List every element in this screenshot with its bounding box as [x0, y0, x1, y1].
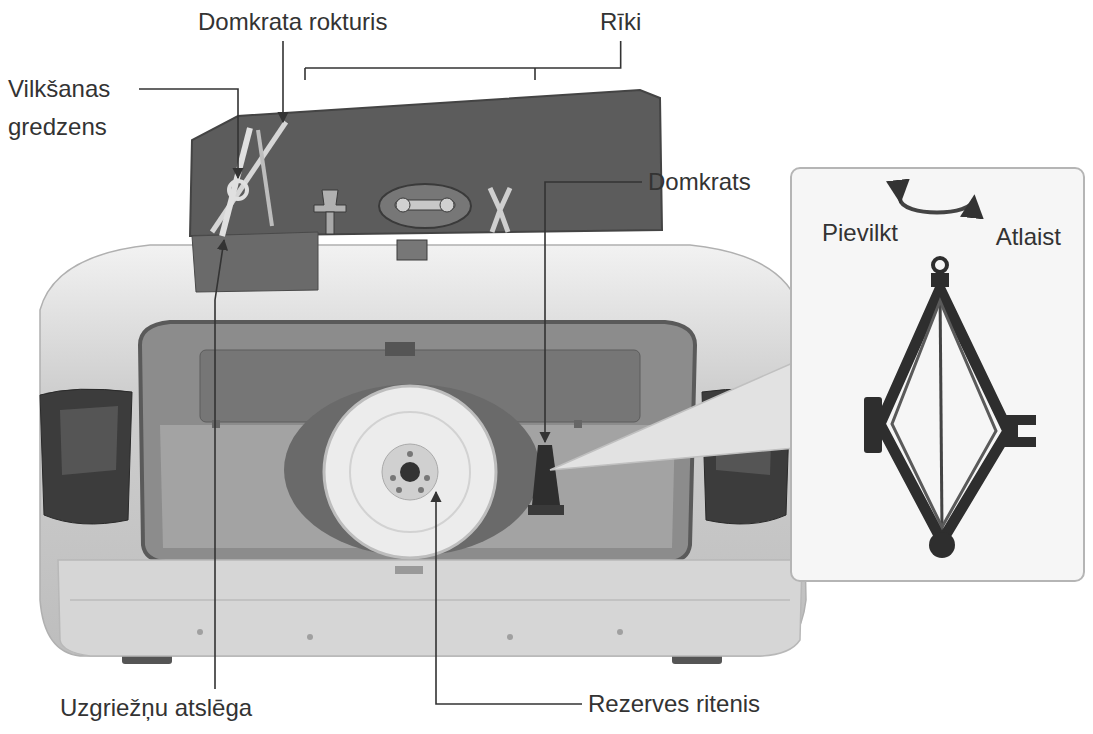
spare-wheel — [284, 384, 540, 558]
tow-ring-and-wrench — [229, 181, 247, 199]
jack-handle — [258, 130, 272, 226]
jack-screw — [940, 287, 942, 531]
spare-wheel — [424, 475, 430, 481]
part-label: Vilkšanas gredzens — [8, 70, 133, 146]
trunk-opening — [212, 420, 220, 428]
part-label: Rezerves ritenis — [588, 690, 760, 718]
spare-wheel — [418, 487, 424, 493]
leader-lines — [139, 41, 642, 704]
jack-saddle — [864, 397, 882, 453]
part-label: Rīki — [600, 8, 641, 36]
tighten-label: Pievilkt — [822, 219, 898, 247]
rotation-arrow — [900, 199, 974, 213]
bumper — [70, 599, 790, 601]
tool-set — [314, 190, 346, 212]
car-body — [40, 245, 806, 664]
jack-base — [929, 532, 955, 558]
leader-line — [545, 182, 642, 442]
tool-set — [397, 240, 427, 260]
leader-line — [436, 492, 582, 704]
part-label: Domkrata rokturis — [198, 8, 387, 36]
spare-wheel — [350, 412, 470, 532]
jack-arms — [880, 289, 1008, 541]
trunk-jack — [532, 445, 560, 505]
bumper — [507, 634, 513, 640]
trunk-jack — [528, 505, 564, 515]
spare-wheel — [407, 451, 413, 457]
leader-line — [305, 41, 621, 68]
tool-set — [326, 212, 334, 234]
part-label: Vilkšanas gredzens — [8, 70, 133, 146]
floor-board — [190, 90, 662, 292]
inset-callout-wedge — [550, 362, 795, 470]
spare-wheel — [396, 487, 402, 493]
spare-wheel — [390, 475, 396, 481]
tow-ring-and-wrench — [222, 128, 250, 236]
jack-arms-inner — [892, 301, 996, 527]
spare-wheel — [324, 386, 496, 558]
bumper — [58, 560, 802, 656]
tool-set — [396, 198, 410, 212]
leader-line — [534, 68, 536, 80]
spare-wheel — [400, 462, 420, 482]
part-label: Uzgriežņu atslēga — [60, 694, 252, 722]
part-label: Uzgriežņu atslēga — [60, 694, 252, 722]
part-label: Rīki — [600, 8, 641, 36]
bumper — [395, 566, 423, 574]
tow-ring-and-wrench — [222, 128, 250, 236]
trunk-jack — [528, 445, 564, 515]
part-label: Domkrata rokturis — [198, 8, 387, 36]
trunk-opening — [574, 420, 582, 428]
tool-set — [314, 184, 510, 260]
inset-callout-wedge — [550, 362, 795, 470]
bumper — [307, 634, 313, 640]
loosen-label: Atlaist — [996, 223, 1061, 251]
floor-board — [190, 90, 662, 236]
tighten-label: Pievilkt — [822, 219, 898, 247]
tool-set — [379, 184, 471, 228]
leader-line — [139, 89, 238, 178]
jack-eye — [933, 258, 947, 272]
part-label: Domkrats — [648, 168, 751, 196]
tail-light — [40, 389, 132, 524]
spare-wheel — [382, 444, 438, 500]
bumper — [617, 629, 623, 635]
bumper — [58, 560, 802, 656]
jack-inset-panel: Pievilkt Atlaist — [790, 167, 1085, 582]
tool-set — [440, 198, 454, 212]
trunk-opening — [385, 342, 415, 356]
leader-line — [304, 68, 306, 80]
bumper — [197, 629, 203, 635]
floor-board — [192, 232, 318, 292]
leader-line — [215, 240, 224, 689]
jack-fork — [1004, 415, 1036, 447]
part-label: Rezerves ritenis — [588, 690, 760, 718]
loosen-label: Atlaist — [996, 223, 1061, 251]
part-label: Domkrats — [648, 168, 751, 196]
leader-line — [282, 41, 284, 122]
tool-set — [490, 188, 510, 232]
tail-light — [60, 406, 118, 475]
car-body — [40, 245, 806, 656]
